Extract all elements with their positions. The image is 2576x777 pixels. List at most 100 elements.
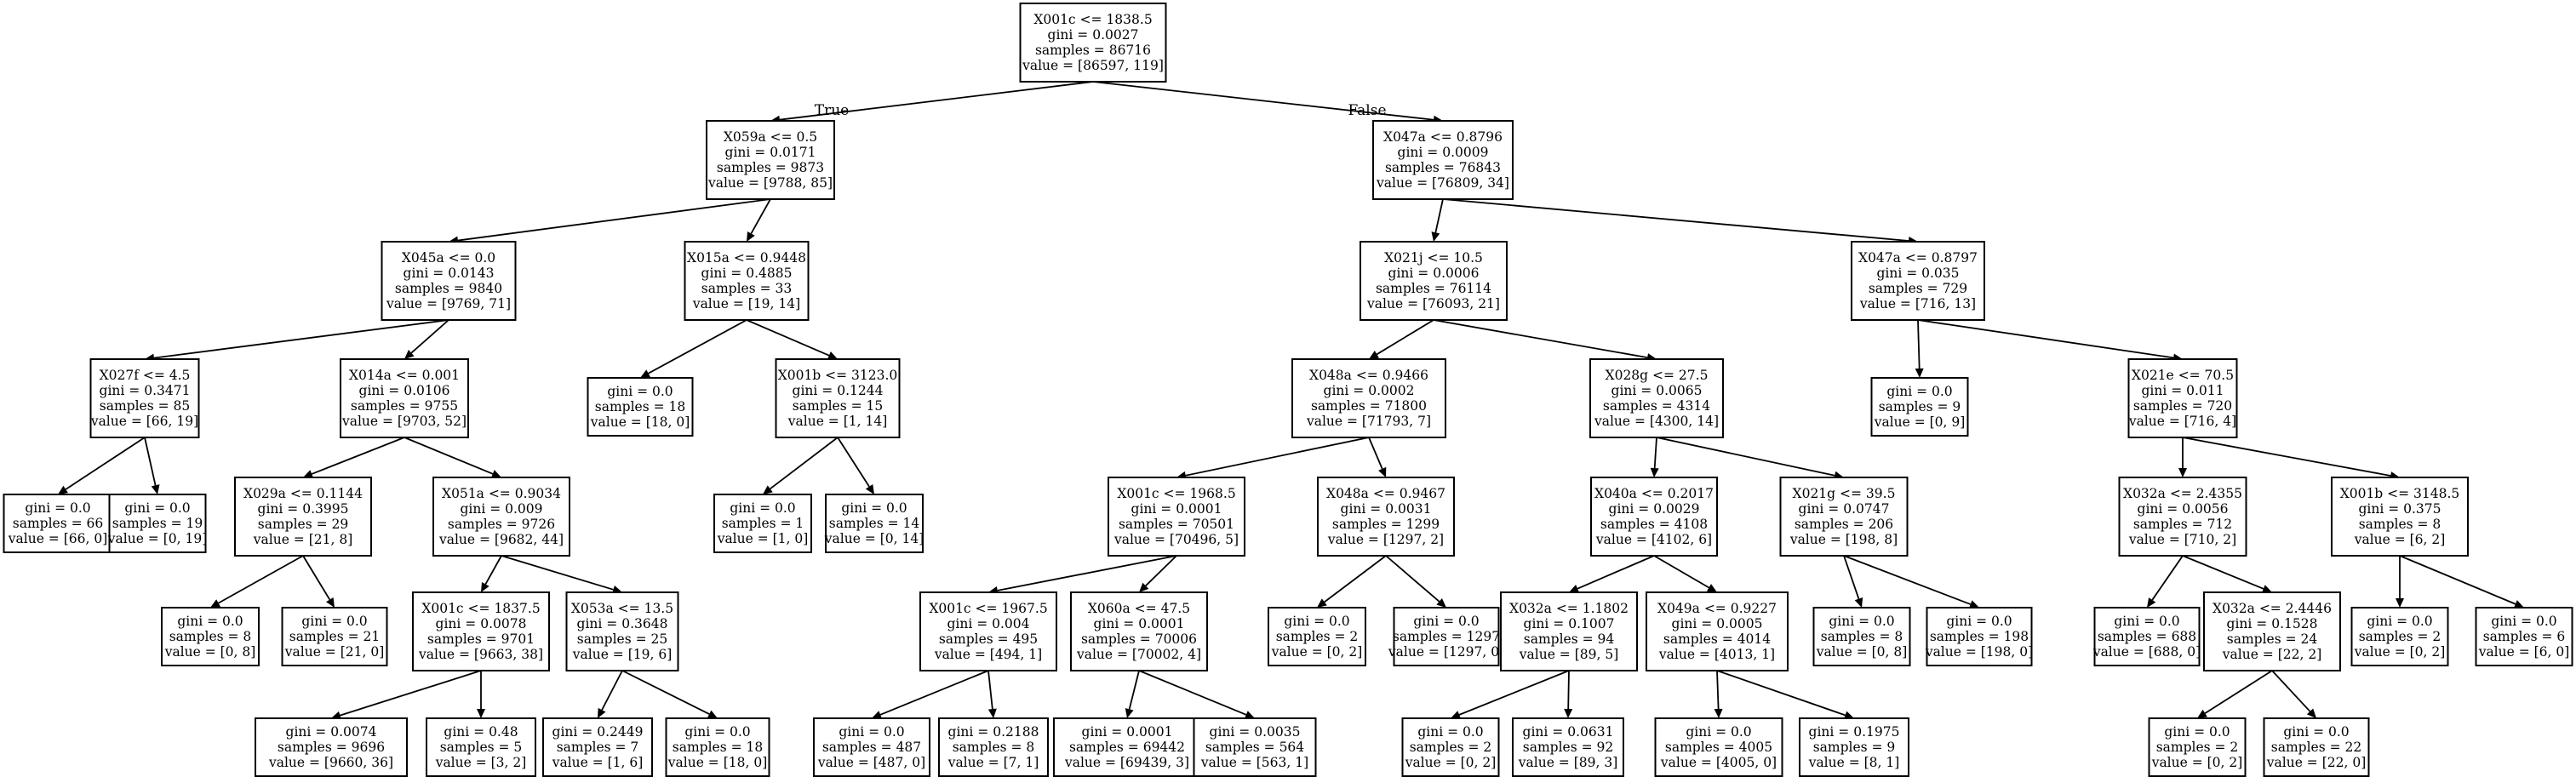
node-text-line: samples = 70006 <box>1081 631 1197 647</box>
arrowhead-n46 <box>707 710 718 718</box>
node-text-line: X021g <= 39.5 <box>1793 486 1896 501</box>
node-text-line: value = [21, 8] <box>253 532 353 547</box>
edge-n31-n47 <box>879 670 989 716</box>
node-text-line: X049a <= 0.9227 <box>1657 601 1777 616</box>
node-box <box>2263 717 2370 777</box>
node-text-line: X032a <= 2.4446 <box>2212 601 2332 616</box>
node-text-line: value = [71793, 7] <box>1306 414 1431 429</box>
arrowhead-n8 <box>404 349 415 359</box>
node-box <box>706 120 835 200</box>
node-text-line: X045a <= 0.0 <box>402 250 495 266</box>
edge-n36-n54 <box>1716 670 1846 717</box>
node-text-line: gini = 0.0 <box>684 724 750 740</box>
node-text-line: samples = 4005 <box>1665 740 1772 755</box>
edge-label-true: True <box>815 102 849 119</box>
edge-n5-n12 <box>1433 319 1648 358</box>
node-text-line: samples = 9840 <box>395 281 502 296</box>
node-text-line: samples = 22 <box>2271 740 2361 755</box>
edge-n18-n30 <box>501 555 614 591</box>
node-text-line: gini = 0.4885 <box>701 266 793 281</box>
node-text-line: value = [19, 6] <box>572 647 673 662</box>
node-text-line: samples = 9726 <box>448 517 555 532</box>
node-text-line: value = [76093, 21] <box>1366 296 1500 311</box>
edge-n0-n1 <box>779 81 1094 121</box>
arrowhead-n47 <box>872 711 883 719</box>
node-box <box>1291 358 1446 438</box>
node-text-line: gini = 0.0 <box>177 614 243 629</box>
node-box <box>1512 717 1624 777</box>
arrowhead-n34 <box>1436 598 1446 608</box>
node-box <box>1590 477 1718 557</box>
edge-n8-n18 <box>404 437 494 475</box>
arrowhead-n35 <box>1569 585 1580 593</box>
arrowhead-n32 <box>1139 582 1149 592</box>
edge-n35-n52 <box>1567 670 1570 710</box>
node-text-line: gini = 0.035 <box>1876 266 1959 281</box>
node-text-line: gini = 0.0 <box>730 500 795 516</box>
edge-n10-n20 <box>837 437 870 488</box>
node-text-line: X060a <= 47.5 <box>1088 601 1190 616</box>
node-text-line: gini = 0.0 <box>1886 384 1952 399</box>
node-box <box>713 494 812 553</box>
arrowhead-n19 <box>763 485 773 494</box>
node-text-line: gini = 0.3995 <box>258 501 349 517</box>
node-text-line: samples = 712 <box>2133 517 2232 532</box>
node-text-line: samples = 9 <box>1879 399 1961 414</box>
edge-n23-n36 <box>1653 555 1709 589</box>
node-box <box>1372 120 1514 200</box>
node-box <box>89 358 200 438</box>
node-text-line: value = [86597, 119] <box>1022 58 1164 73</box>
node-text-line: samples = 4014 <box>1663 631 1771 647</box>
arrowhead-n49 <box>1125 708 1134 718</box>
node-text-line: gini = 0.0 <box>607 384 673 399</box>
node-text-line: samples = 29 <box>258 517 348 532</box>
node-text-line: gini = 0.0 <box>1946 614 2012 629</box>
node-text-line: X001c <= 1838.5 <box>1033 12 1152 27</box>
arrowhead-n15 <box>58 485 68 494</box>
node-text-line: samples = 487 <box>822 740 921 755</box>
node-text-line: X048a <= 0.9466 <box>1309 368 1428 383</box>
node-text-line: value = [89, 5] <box>1519 647 1619 662</box>
edge-n5-n11 <box>1376 319 1434 356</box>
edge-n36-n53 <box>1716 670 1720 710</box>
edge-n7-n15 <box>65 437 146 490</box>
node-box <box>1019 3 1167 83</box>
node-text-line: X015a <= 0.9448 <box>687 250 806 266</box>
arrowhead-n33 <box>1317 598 1327 608</box>
node-text-line: X001c <= 1967.5 <box>929 601 1047 616</box>
node-box <box>665 717 770 777</box>
node-text-line: samples = 206 <box>1795 517 1893 532</box>
node-text-line: value = [70496, 5] <box>1113 532 1239 547</box>
node-text-line: gini = 0.0 <box>839 724 904 740</box>
node-text-line: gini = 0.0074 <box>286 724 377 740</box>
node-box <box>2118 477 2247 557</box>
node-text-line: value = [716, 4] <box>2128 414 2236 429</box>
node-text-line: samples = 15 <box>793 398 883 414</box>
edge-n24-n38 <box>1843 555 1972 605</box>
edge-n6-n14 <box>1917 319 2174 359</box>
node-text-line: value = [0, 8] <box>1816 644 1908 660</box>
node-box <box>1193 717 1317 777</box>
edge-n21-n32 <box>1145 555 1177 586</box>
arrowhead-n16 <box>151 484 160 494</box>
arrowhead-n48 <box>987 708 997 718</box>
node-text-line: value = [716, 13] <box>1859 296 1976 311</box>
edge-n4-n10 <box>746 319 830 357</box>
node-text-line: gini = 0.1007 <box>1524 616 1615 631</box>
node-text-line: value = [6, 0] <box>2478 644 2570 660</box>
